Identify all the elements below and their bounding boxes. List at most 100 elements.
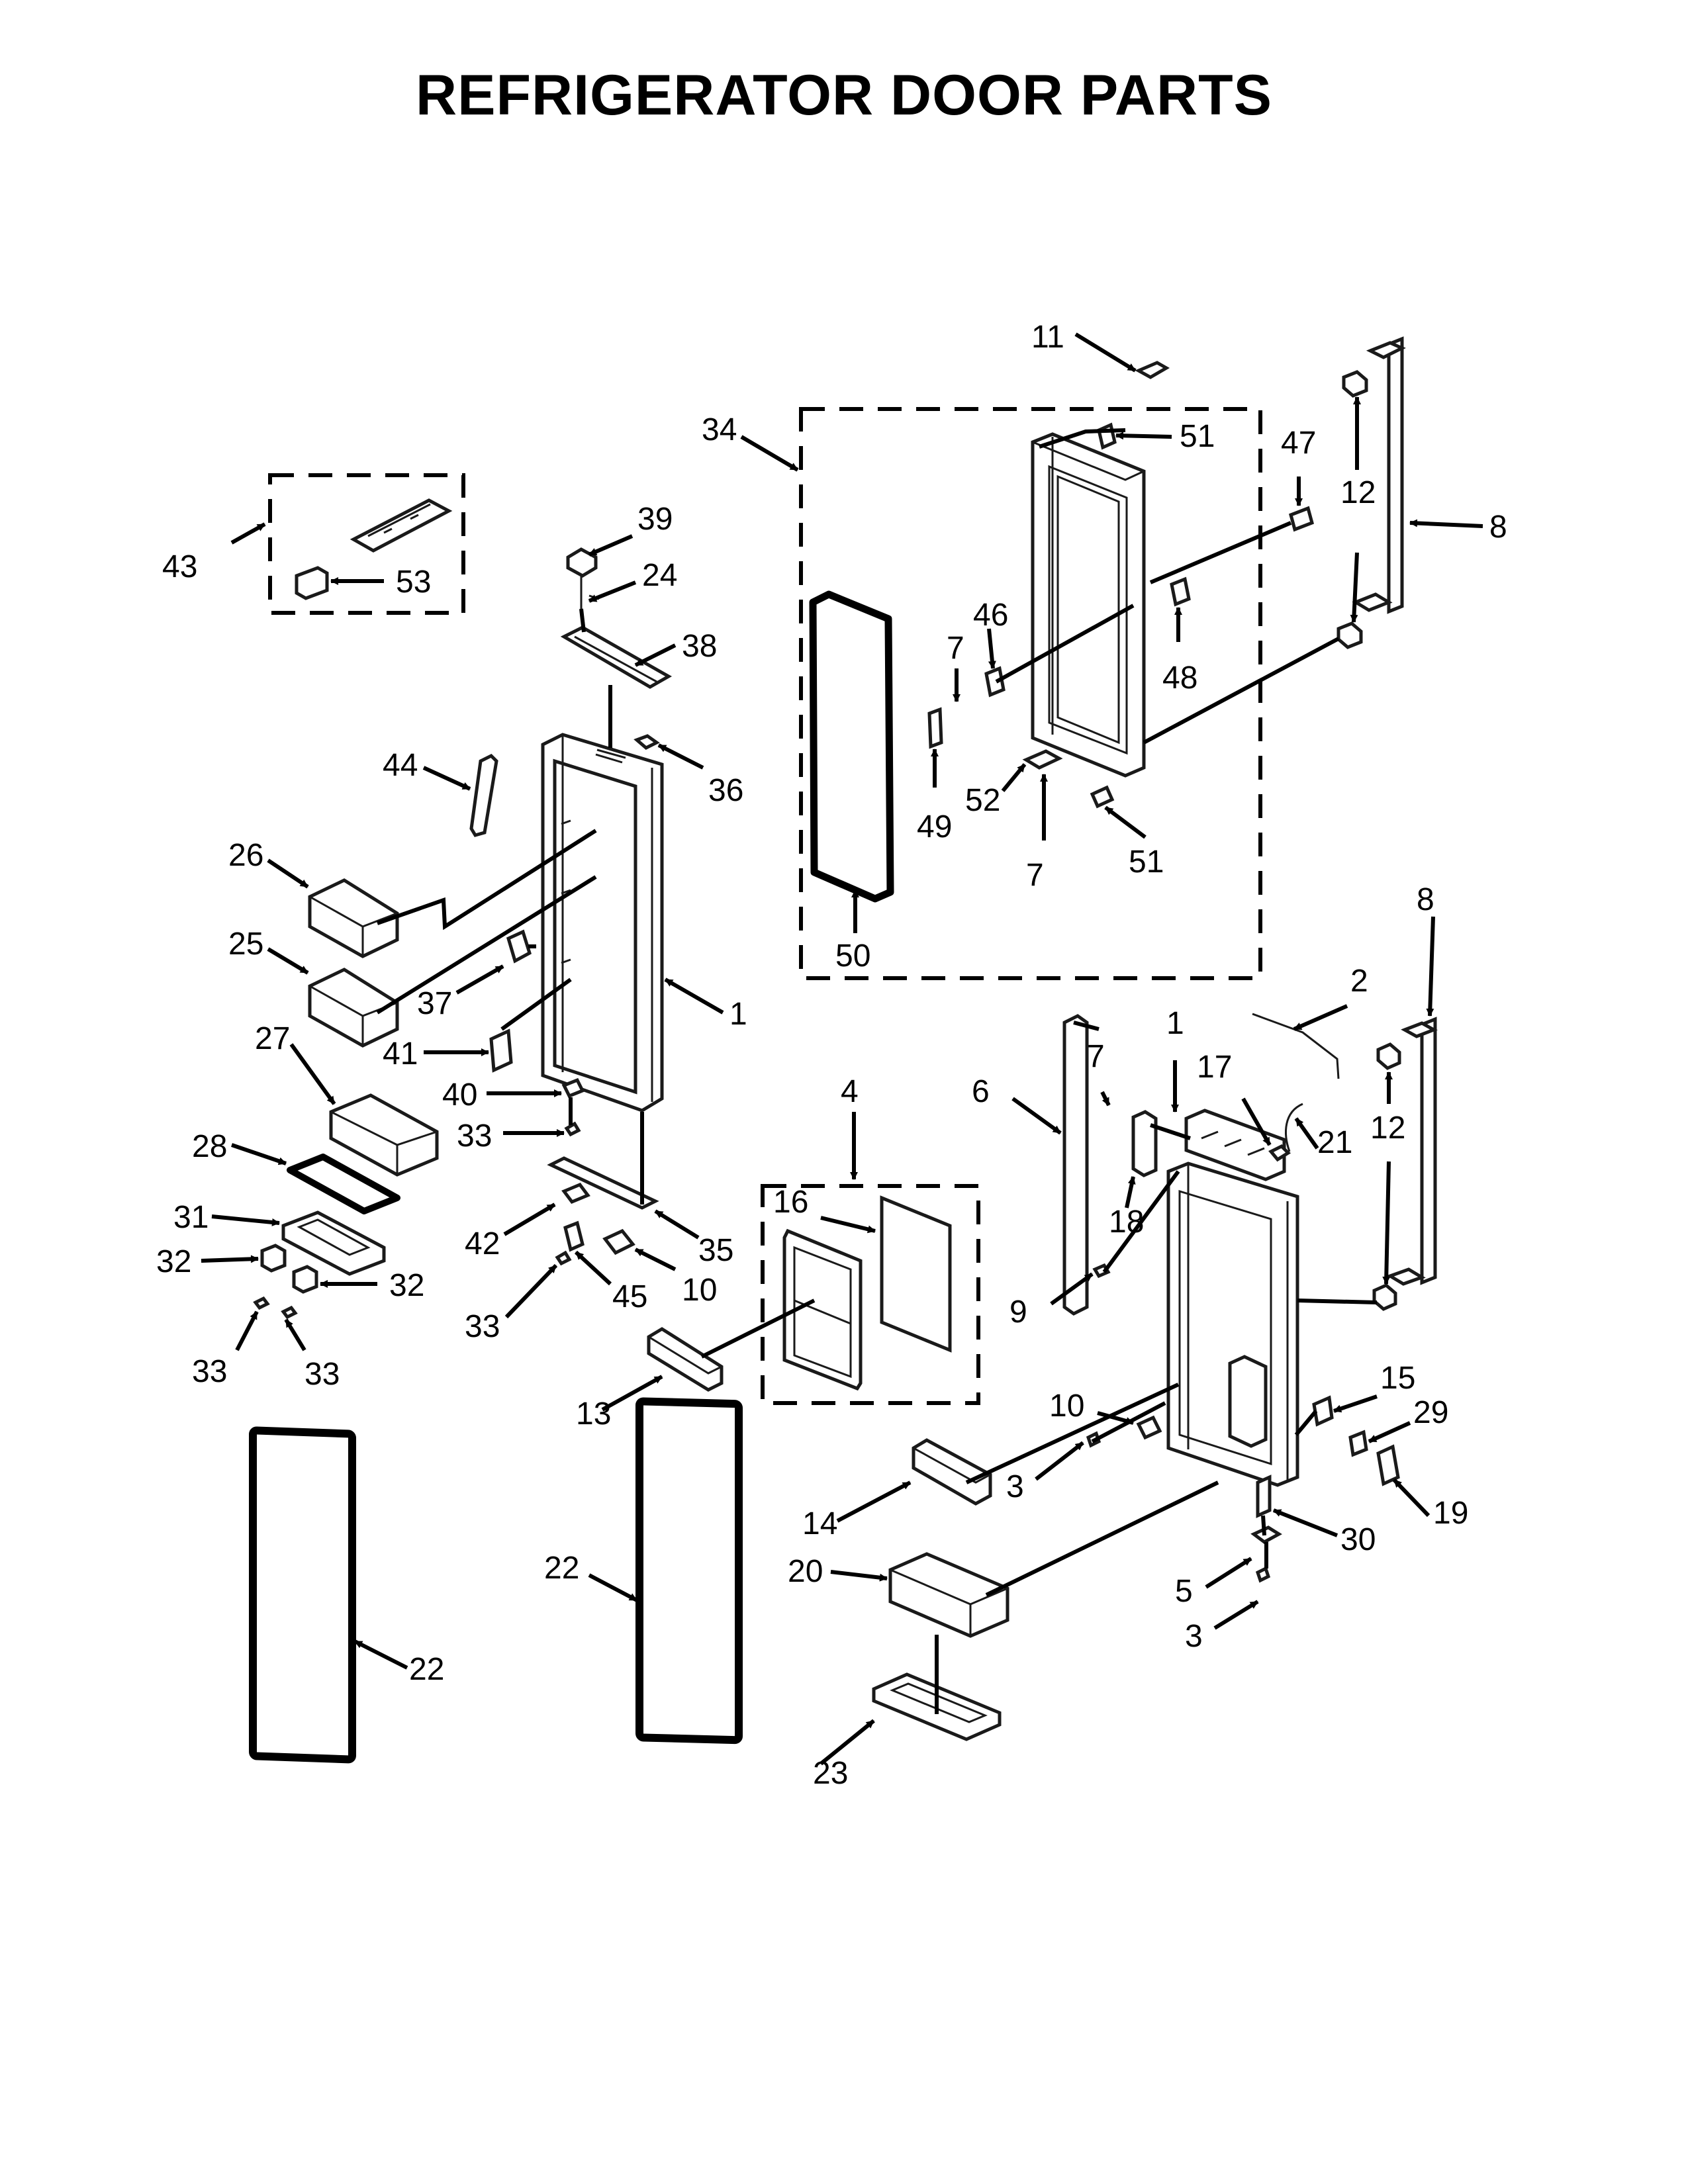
part-45-hinge-pin: [563, 1220, 585, 1252]
part-44-trim: [469, 753, 498, 837]
part-16-panels: [782, 1195, 952, 1391]
part-39-top-hinge: [566, 547, 600, 615]
callout-7-a: 7: [947, 631, 964, 666]
part-30-hinge-sleeve: [1256, 1475, 1272, 1518]
callout-20: 20: [788, 1554, 823, 1589]
part-5-lower-hinge: [1250, 1525, 1282, 1544]
part-53-bracket: [295, 498, 453, 600]
part-25-door-bin: [308, 968, 399, 1048]
callout-42: 42: [465, 1226, 500, 1261]
callout-4: 4: [841, 1074, 859, 1109]
part-51-bottom-clip: [1090, 785, 1115, 809]
callout-33-b: 33: [465, 1309, 500, 1344]
part-47-clip: [1288, 506, 1315, 532]
callout-48: 48: [1162, 660, 1197, 696]
callout-49: 49: [917, 809, 952, 844]
part-10-cam-left: [602, 1228, 635, 1255]
part-6-door-strip: [1062, 1014, 1089, 1316]
part-15-plate: [1312, 1395, 1334, 1427]
callout-35: 35: [698, 1233, 733, 1268]
leader-lines: [376, 428, 1378, 1714]
part-21-tube: [1285, 1103, 1303, 1152]
callout-8-lower: 8: [1417, 882, 1434, 917]
callout-17: 17: [1197, 1050, 1232, 1085]
part-28-gasket: [287, 1154, 400, 1214]
callout-38: 38: [682, 629, 717, 664]
callout-18: 18: [1109, 1205, 1144, 1240]
callout-36: 36: [708, 773, 743, 808]
callout-24: 24: [642, 558, 677, 593]
callout-40: 40: [442, 1077, 477, 1113]
callout-12-upper: 12: [1340, 475, 1376, 510]
callout-34: 34: [702, 412, 737, 447]
part-50-gasket: [809, 590, 894, 903]
callout-26: 26: [228, 838, 263, 873]
part-19-trim: [1376, 1444, 1400, 1486]
callout-22-right: 22: [544, 1551, 579, 1586]
callout-28: 28: [192, 1129, 227, 1164]
callout-10-right: 10: [1049, 1388, 1084, 1424]
part-33-screws: [253, 1121, 581, 1320]
part-38-hinge-cover: [560, 625, 673, 689]
callout-29: 29: [1413, 1395, 1448, 1430]
callout-23: 23: [813, 1756, 848, 1791]
part-1-right-dispenser-door: [1166, 1109, 1299, 1487]
callout-46: 46: [973, 598, 1008, 633]
part-27-dairy-bin: [329, 1093, 439, 1177]
callout-14: 14: [802, 1506, 837, 1541]
part-49-insert: [927, 707, 943, 749]
callout-19: 19: [1433, 1496, 1468, 1531]
callout-11: 11: [1031, 320, 1064, 355]
callout-41: 41: [383, 1036, 418, 1071]
callout-6: 6: [972, 1074, 990, 1109]
part-29-cover: [1348, 1430, 1368, 1457]
callout-16: 16: [773, 1185, 808, 1220]
callout-44: 44: [383, 748, 418, 783]
callout-51-top: 51: [1180, 419, 1215, 454]
callout-25: 25: [228, 927, 263, 962]
part-40-bracket: [561, 1077, 585, 1099]
callout-32-a: 32: [156, 1244, 191, 1279]
callout-5: 5: [1175, 1574, 1193, 1609]
callout-52: 52: [965, 783, 1000, 818]
part-20-door-bin: [888, 1552, 1009, 1638]
callout-1-left: 1: [729, 997, 747, 1032]
callout-30: 30: [1340, 1522, 1376, 1557]
part-36-clip: [633, 734, 660, 750]
callout-31: 31: [173, 1200, 209, 1235]
part-26-door-bin: [308, 878, 399, 958]
callout-37: 37: [417, 986, 452, 1021]
callout-8-upper: 8: [1489, 510, 1507, 545]
callout-47: 47: [1281, 426, 1316, 461]
part-2-rod: [1252, 1013, 1340, 1079]
callout-1-right: 1: [1166, 1006, 1184, 1041]
assembly-box-34: [799, 407, 1262, 980]
part-18-control-board: [1131, 1110, 1158, 1177]
part-41-cam: [489, 1028, 513, 1073]
callout-2: 2: [1350, 964, 1368, 999]
part-8-upper-handle: [1352, 336, 1406, 614]
callout-15: 15: [1380, 1361, 1415, 1396]
callout-12-lower: 12: [1370, 1111, 1405, 1146]
diagram-title: REFRIGERATOR DOOR PARTS: [416, 64, 1272, 127]
callout-51-bottom: 51: [1129, 844, 1164, 880]
assembly-box-43: [268, 473, 465, 615]
callout-arrows: [201, 332, 1483, 1766]
callout-53: 53: [396, 565, 431, 600]
callout-32-b: 32: [389, 1268, 424, 1303]
callout-9: 9: [1009, 1295, 1027, 1330]
assembly-box-4: [761, 1184, 980, 1405]
part-42-lower-hinge: [547, 1156, 659, 1210]
part-10-cam-right: [1136, 1415, 1162, 1440]
callout-10-left: 10: [682, 1273, 717, 1308]
part-32-clip-b: [292, 1265, 318, 1294]
part-1-left-door: [541, 733, 664, 1113]
part-8-lower-handle: [1386, 1017, 1438, 1286]
callout-33-a: 33: [457, 1118, 492, 1154]
callout-45: 45: [612, 1279, 647, 1314]
part-46-bracket: [984, 666, 1006, 698]
part-34-door-frame: [1031, 432, 1146, 778]
part-11-trim: [1135, 361, 1170, 379]
